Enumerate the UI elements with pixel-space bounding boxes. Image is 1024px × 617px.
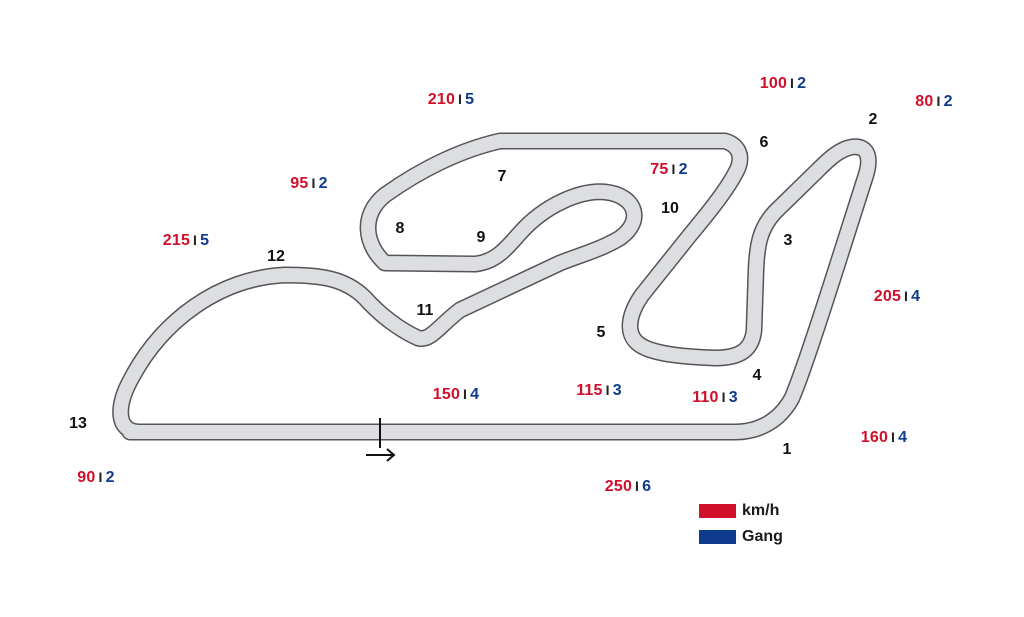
gear-value: 3 [728, 389, 738, 406]
speed-value: 205 [873, 288, 902, 305]
gear-value: 2 [678, 161, 688, 178]
separator: I [936, 93, 941, 109]
separator: I [193, 232, 198, 248]
gear-value: 2 [943, 93, 953, 110]
corner-number: 9 [476, 229, 486, 246]
speed-value: 75 [650, 161, 669, 178]
gear-value: 2 [318, 175, 328, 192]
gear-value: 3 [612, 382, 622, 399]
separator: I [98, 469, 103, 485]
gear-value: 5 [200, 232, 210, 249]
speed-value: 95 [290, 175, 309, 192]
track [112, 132, 877, 441]
speed-value: 160 [860, 429, 889, 446]
speed-value: 150 [432, 386, 461, 403]
legend-item-gear: Gang [699, 524, 783, 550]
gear-value: 5 [465, 91, 475, 108]
legend-item-speed: km/h [699, 498, 783, 524]
corner-number: 6 [759, 134, 769, 151]
speed-value: 115 [576, 382, 603, 399]
gear-value: 4 [898, 429, 908, 446]
legend: km/h Gang [699, 498, 783, 550]
gear-value: 2 [105, 469, 115, 486]
corner-number: 13 [69, 415, 87, 432]
speed-value: 215 [162, 232, 191, 249]
corner-number: 8 [395, 220, 405, 237]
corner-number: 11 [416, 302, 434, 319]
legend-label-gear: Gang [742, 528, 783, 545]
corner-number: 3 [783, 232, 793, 249]
speed-value: 90 [77, 469, 96, 486]
speed-value: 80 [915, 93, 934, 110]
start-finish-marker [366, 418, 396, 462]
speed-value: 110 [692, 389, 719, 406]
separator: I [463, 386, 468, 402]
separator: I [891, 429, 896, 445]
track-surface [113, 134, 876, 439]
gear-value: 4 [911, 288, 921, 305]
separator: I [721, 389, 726, 405]
corner-number: 7 [497, 168, 507, 185]
corner-number: 10 [661, 200, 679, 217]
separator: I [904, 288, 909, 304]
corner-number: 2 [868, 111, 878, 128]
corner-number: 4 [752, 367, 762, 384]
legend-label-speed: km/h [742, 502, 780, 519]
corner-number: 1 [782, 441, 792, 458]
gear-value: 6 [642, 478, 652, 495]
speed-color-swatch [699, 504, 736, 518]
speed-value: 210 [427, 91, 456, 108]
corner-number: 12 [267, 248, 285, 265]
separator: I [311, 175, 316, 191]
speed-value: 250 [604, 478, 633, 495]
separator: I [671, 161, 676, 177]
direction-arrow-icon [366, 448, 396, 462]
separator: I [458, 91, 463, 107]
separator: I [790, 75, 795, 91]
speed-value: 100 [759, 75, 788, 92]
separator: I [605, 382, 610, 398]
gear-value: 4 [470, 386, 480, 403]
gear-color-swatch [699, 530, 736, 544]
gear-value: 2 [797, 75, 807, 92]
separator: I [635, 478, 640, 494]
corner-number: 5 [596, 324, 606, 341]
